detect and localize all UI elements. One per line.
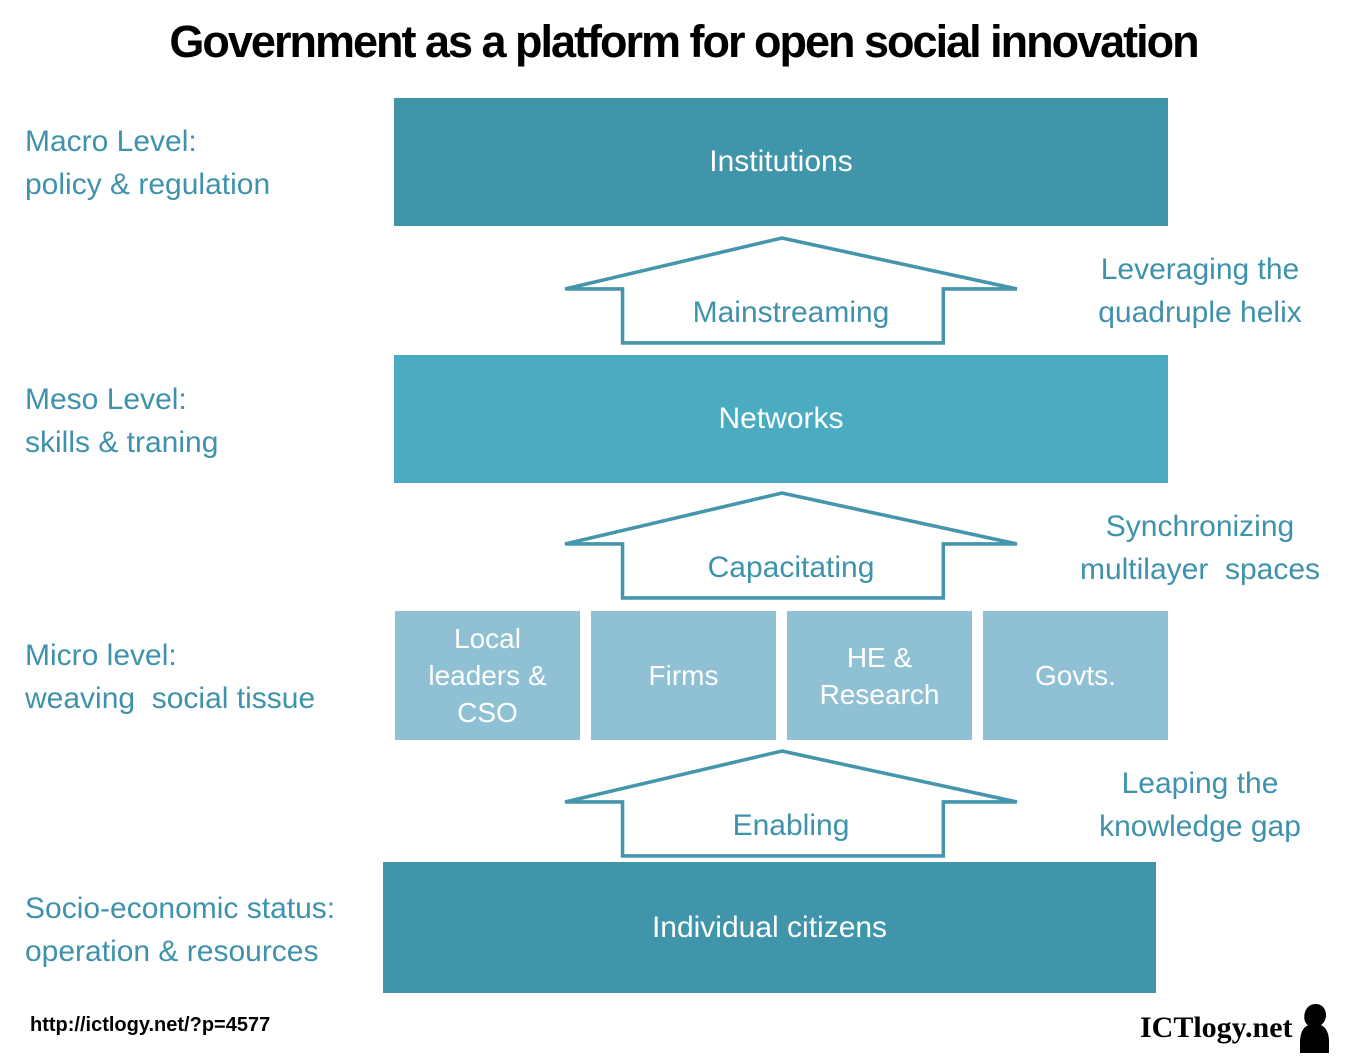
- up-arrow-icon: [564, 236, 1018, 345]
- label-micro-level: Micro level: weaving social tissue: [25, 639, 316, 715]
- govts-box: Govts.: [983, 611, 1168, 740]
- capacitating-arrow-label: Capacitating: [707, 551, 875, 584]
- mainstreaming-arrow: Mainstreaming: [561, 236, 1021, 346]
- ictlogy-logo: ICTlogy.net: [1140, 1003, 1331, 1053]
- annotation-leaping-knowledge-gap: Leaping the knowledge gap: [1099, 767, 1301, 843]
- person-silhouette-icon: [1295, 1003, 1331, 1053]
- mainstreaming-arrow-label: Mainstreaming: [692, 296, 890, 329]
- slide-title: Government as a platform for open social…: [169, 16, 1199, 67]
- annotation-synchronizing-multilayer-spaces: Synchronizing multilayer spaces: [1079, 510, 1321, 586]
- institutions-box: Institutions: [394, 98, 1168, 226]
- capacitating-arrow: Capacitating: [561, 491, 1021, 601]
- source-url: http://ictlogy.net/?p=4577: [30, 1014, 271, 1036]
- networks-box: Networks: [394, 355, 1168, 483]
- ictlogy-logo-text: ICTlogy.net: [1140, 1011, 1293, 1044]
- up-arrow-icon: [564, 749, 1018, 858]
- label-macro-level: Macro Level: policy & regulation: [25, 125, 271, 201]
- up-arrow-icon: [564, 491, 1018, 600]
- label-meso-level: Meso Level: skills & traning: [25, 383, 219, 459]
- label-socio-economic-status: Socio-economic status: operation & resou…: [25, 892, 336, 968]
- enabling-arrow: Enabling: [561, 749, 1021, 859]
- he-research-box: HE & Research: [787, 611, 972, 740]
- local-leaders-cso-box: Local leaders & CSO: [395, 611, 580, 740]
- annotation-leveraging-quadruple-helix: Leveraging the quadruple helix: [1098, 253, 1302, 329]
- firms-box: Firms: [591, 611, 776, 740]
- enabling-arrow-label: Enabling: [732, 809, 850, 842]
- individual-citizens-box: Individual citizens: [383, 862, 1156, 993]
